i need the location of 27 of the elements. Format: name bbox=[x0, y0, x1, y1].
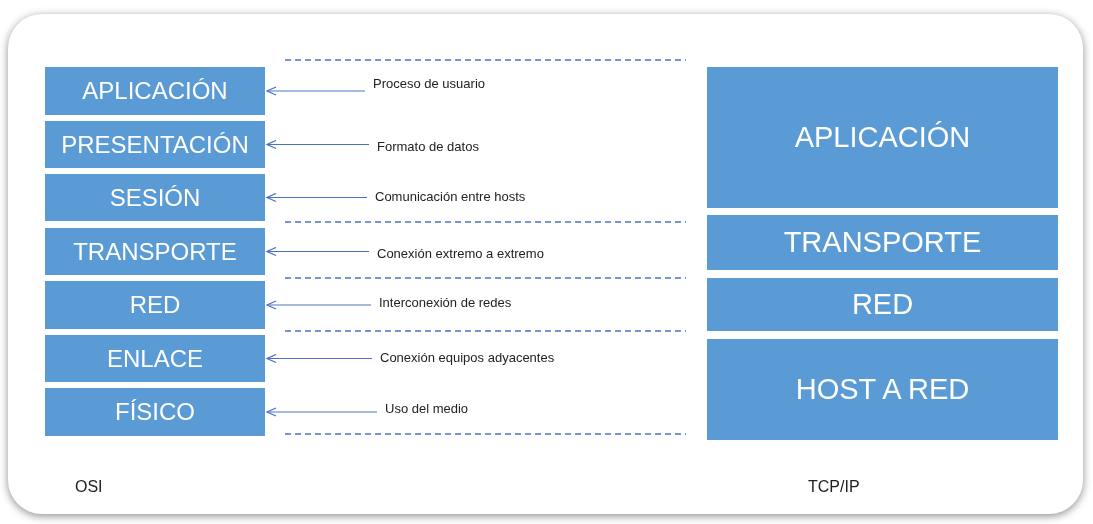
layer-description: Conexión extremo a extremo bbox=[377, 246, 544, 261]
arrow bbox=[266, 86, 366, 96]
layer-description: Formato de datos bbox=[377, 139, 479, 154]
layer-box: HOST A RED bbox=[707, 339, 1058, 440]
model-label: OSI bbox=[75, 478, 103, 496]
layer-box: PRESENTACIÓN bbox=[45, 121, 265, 168]
arrow bbox=[266, 139, 370, 150]
layer-description: Proceso de usuario bbox=[373, 76, 485, 91]
layer-description: Interconexión de redes bbox=[379, 295, 512, 310]
layer-description: Conexión equipos adyacentes bbox=[380, 350, 555, 365]
layer-box: FÍSICO bbox=[45, 388, 265, 436]
layer-description: Uso del medio bbox=[385, 401, 469, 416]
layer-box: SESIÓN bbox=[45, 174, 265, 221]
arrow bbox=[266, 192, 368, 203]
layer-box: RED bbox=[45, 281, 265, 329]
arrow bbox=[266, 246, 370, 257]
arrow bbox=[266, 300, 372, 310]
layer-box: ENLACE bbox=[45, 335, 265, 382]
model-label: TCP/IP bbox=[808, 478, 860, 496]
layer-box: RED bbox=[707, 278, 1058, 331]
layer-box: APLICACIÓN bbox=[707, 67, 1058, 208]
layer-description: Comunicación entre hosts bbox=[375, 189, 526, 204]
arrow bbox=[266, 353, 373, 364]
layer-box: TRANSPORTE bbox=[707, 215, 1058, 270]
layer-box: APLICACIÓN bbox=[45, 67, 265, 115]
arrow bbox=[266, 407, 378, 417]
layer-box: TRANSPORTE bbox=[45, 228, 265, 275]
